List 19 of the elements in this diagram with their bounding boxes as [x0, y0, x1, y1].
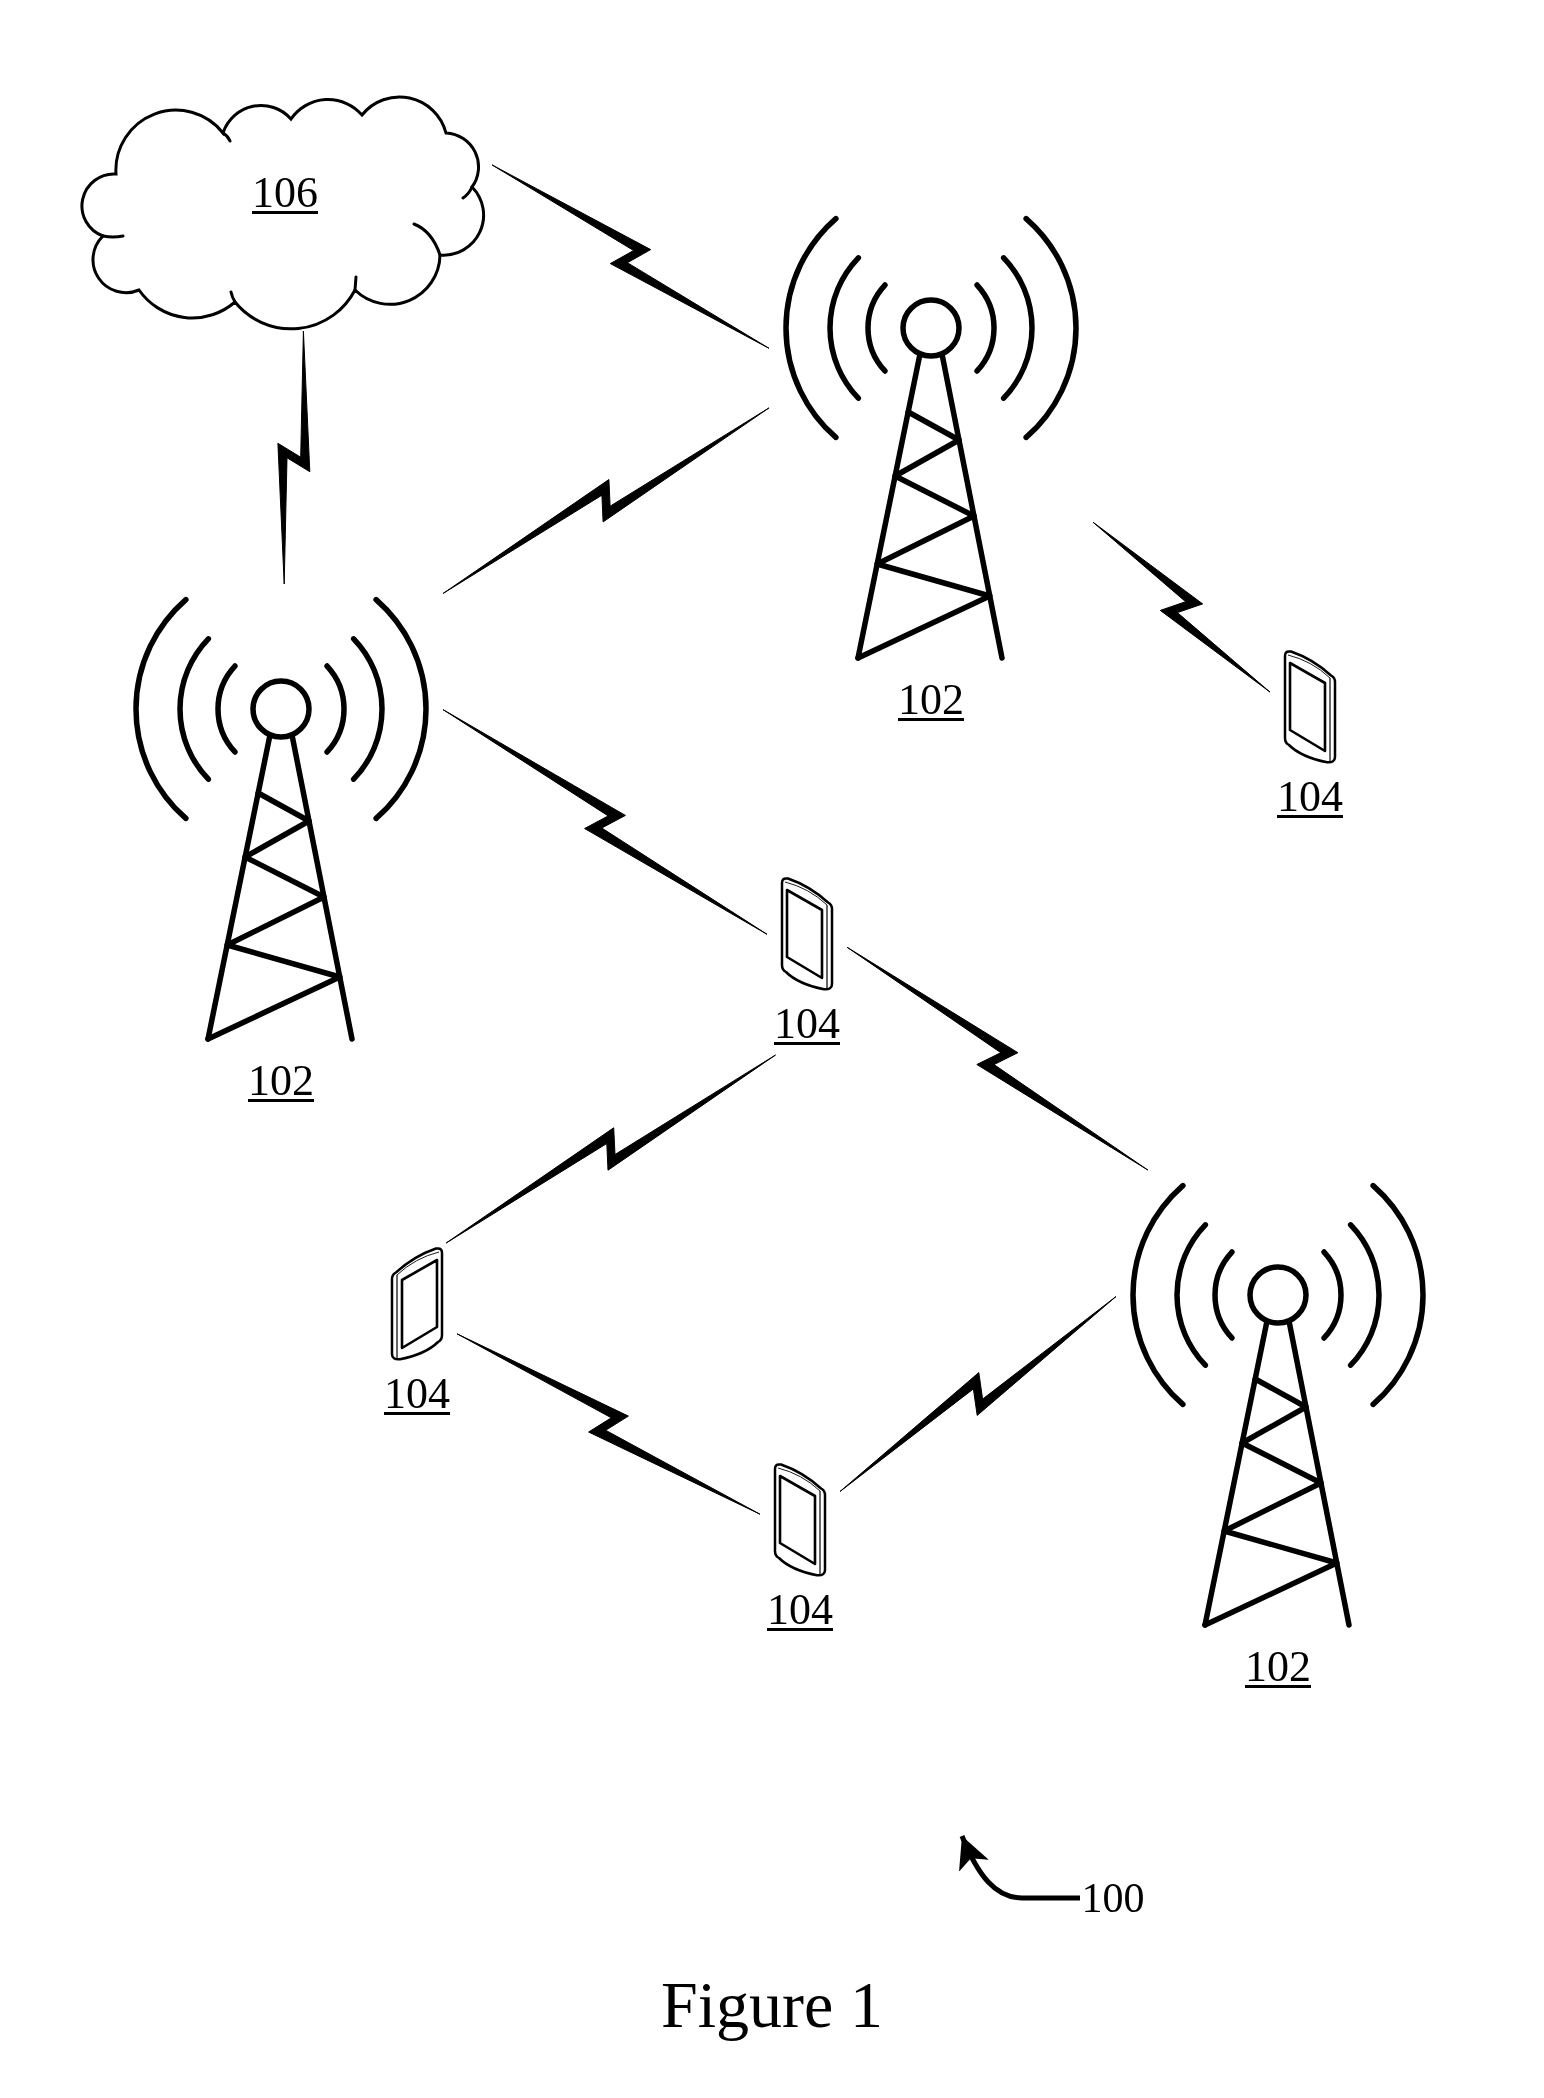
lightning-bolt-connector — [445, 1054, 776, 1244]
lightning-bolt-connector — [491, 164, 770, 349]
reference-numeral: 104 — [774, 1002, 840, 1050]
lightning-bolt-connector — [839, 1296, 1117, 1492]
lightning-bolt-connector — [1092, 521, 1271, 693]
lightning-bolt-connector — [846, 946, 1149, 1171]
lightning-bolt-connector — [442, 407, 770, 594]
reference-numeral: 104 — [384, 1372, 450, 1420]
reference-numeral: 104 — [1277, 775, 1343, 823]
reference-numeral: 102 — [1245, 1645, 1311, 1693]
lightning-bolt-connector — [442, 709, 768, 935]
leader-arrow — [959, 1835, 1080, 1901]
reference-numeral: 102 — [248, 1059, 314, 1107]
reference-numeral: 106 — [252, 171, 318, 219]
lightning-bolt-connector — [277, 330, 311, 585]
reference-numeral: 104 — [767, 1588, 833, 1636]
reference-numeral: 100 — [1081, 1877, 1145, 1919]
reference-numeral: 102 — [898, 678, 964, 726]
lightning-bolt-connector — [456, 1333, 761, 1515]
